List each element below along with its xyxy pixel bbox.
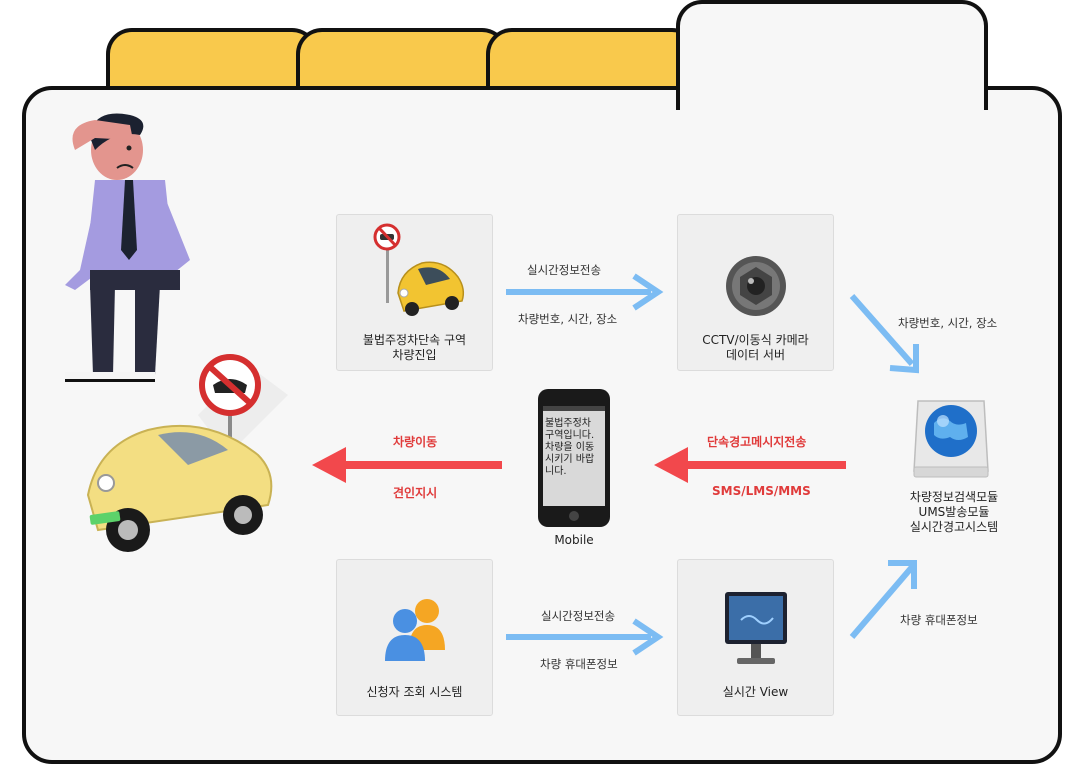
node-realtime-view-label: 실시간 View	[722, 685, 789, 699]
edge-mobile-car-bottom: 견인지시	[393, 486, 438, 500]
node-realtime-view: 실시간 View	[677, 559, 834, 716]
node-system-label: 차량정보검색모듈 UMS발송모듈 실시간경고시스템	[909, 490, 999, 534]
edge-system-mobile-top: 단속경고메시지전송	[707, 435, 807, 449]
node-illegal-parking-label: 불법주정차단속 구역 차량진입	[362, 333, 467, 362]
beetle-car-icon	[86, 354, 288, 552]
node-cctv-label: CCTV/이동식 카메라 데이터 서버	[702, 333, 809, 362]
smartphone-icon	[538, 389, 610, 527]
node-mobile-label: Mobile	[554, 533, 594, 547]
edge-system-mobile-bottom: SMS/LMS/MMS	[712, 484, 811, 498]
node-cctv: CCTV/이동식 카메라 데이터 서버	[677, 214, 834, 371]
arrow-applicant-to-view	[506, 618, 664, 656]
car-icon	[397, 261, 465, 316]
tab-panel-joint	[680, 80, 984, 92]
globe-server-icon	[913, 400, 989, 478]
arrow-system-to-mobile	[654, 447, 846, 483]
node-applicant: 신청자 조회 시스템	[336, 559, 493, 716]
arrow-view-to-system	[849, 560, 917, 639]
folder-tab-active[interactable]	[676, 0, 988, 110]
monitor-icon	[725, 592, 787, 664]
worried-man-icon	[65, 113, 190, 382]
edge-parking-cctv-top: 실시간정보전송	[527, 263, 602, 277]
arrow-mobile-to-car	[312, 447, 502, 483]
camera-lens-icon	[726, 256, 786, 316]
edge-parking-cctv-bottom: 차량번호, 시간, 장소	[518, 312, 618, 326]
edge-mobile-car-top: 차량이동	[393, 435, 438, 449]
arrow-cctv-to-system	[849, 294, 919, 374]
edge-applicant-view-top: 실시간정보전송	[541, 609, 616, 623]
edge-applicant-view-bottom: 차량 휴대폰정보	[540, 657, 618, 671]
no-parking-sign-icon	[373, 223, 401, 303]
edge-cctv-system-label: 차량번호, 시간, 장소	[898, 316, 998, 330]
arrow-parking-to-cctv	[506, 273, 664, 311]
node-illegal-parking: 불법주정차단속 구역 차량진입	[336, 214, 493, 371]
edge-view-system-label: 차량 휴대폰정보	[900, 613, 978, 627]
users-icon	[385, 599, 445, 661]
mobile-screen-text: 불법주정차 구역입니다. 차량을 이동 시키기 바랍 니다.	[545, 418, 595, 477]
node-applicant-label: 신청자 조회 시스템	[366, 685, 463, 699]
